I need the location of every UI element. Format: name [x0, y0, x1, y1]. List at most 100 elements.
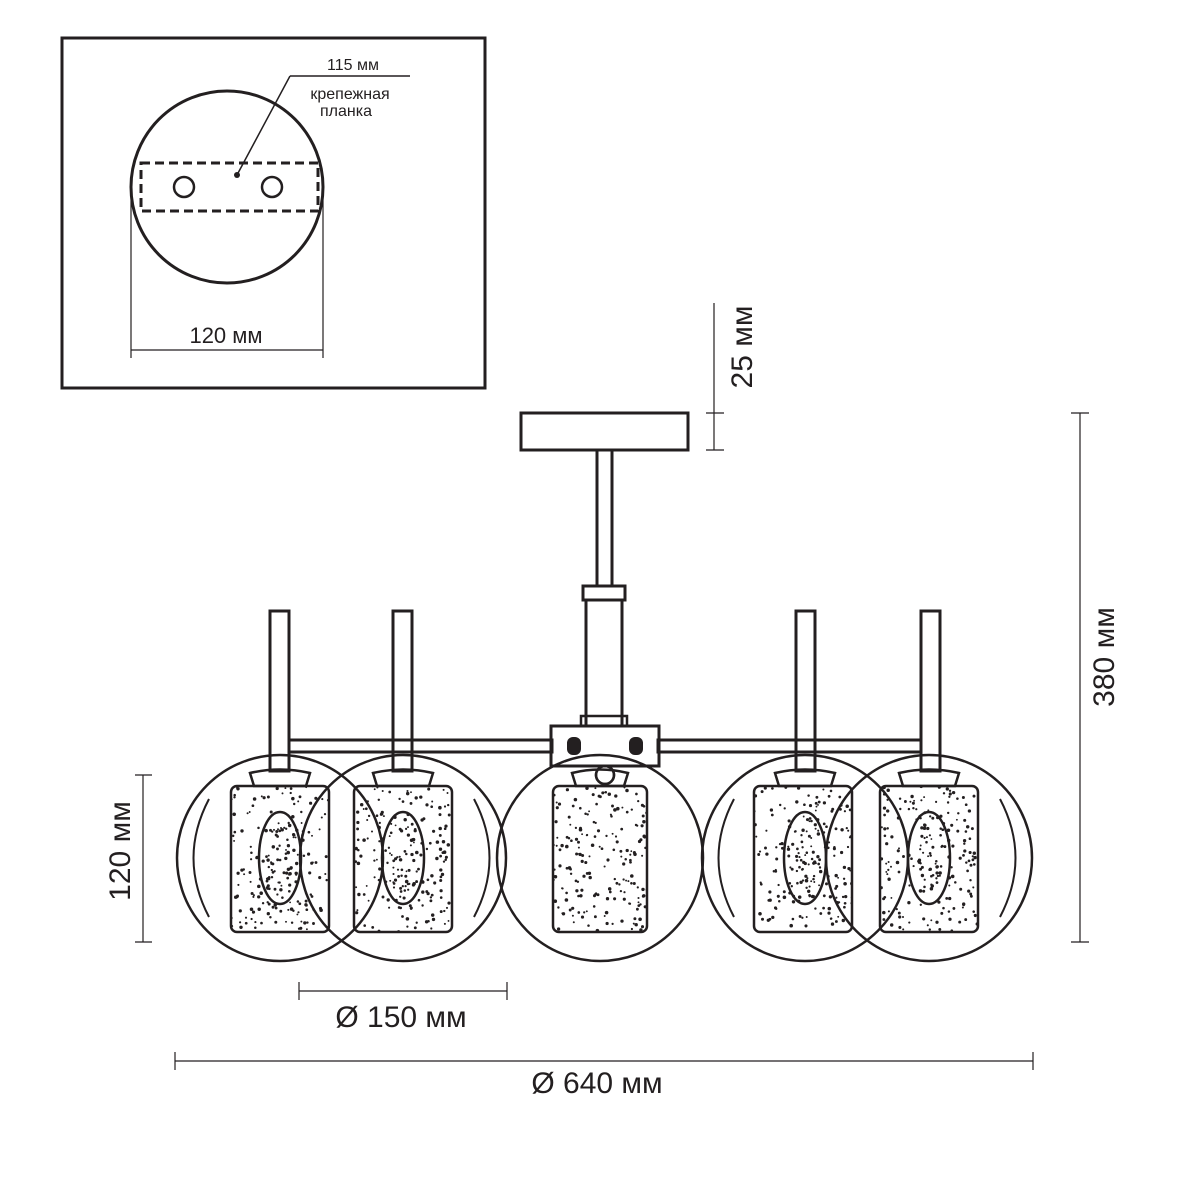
glass-speckle — [880, 886, 883, 890]
glass-speckle — [954, 881, 957, 884]
glass-speckle — [406, 833, 411, 837]
glass-speckle — [780, 841, 784, 846]
glass-speckle — [262, 796, 266, 800]
dimension-overall-diameter: Ø 640 мм — [174, 1052, 1034, 1100]
glass-speckle — [357, 892, 361, 897]
glass-speckle — [642, 894, 646, 898]
glass-speckle — [793, 830, 796, 833]
glass-speckle — [261, 859, 265, 863]
glass-speckle — [409, 907, 413, 910]
glass-speckle — [320, 816, 323, 819]
glass-speckle — [396, 868, 400, 871]
glass-speckle — [936, 874, 940, 878]
glass-speckle — [945, 787, 949, 791]
glass-speckle — [887, 910, 890, 913]
glass-speckle — [964, 918, 968, 922]
glass-speckle — [250, 858, 253, 861]
glass-speckle — [928, 851, 932, 855]
glass-speckle — [815, 805, 818, 808]
glass-speckle — [938, 871, 942, 875]
glass-speckle — [231, 924, 234, 928]
glass-speckle — [754, 797, 755, 800]
glass-speckle — [620, 919, 624, 923]
shade-5 — [824, 753, 1034, 963]
shade-3-speckles — [553, 786, 647, 932]
glass-speckle — [285, 871, 289, 875]
glass-speckle — [928, 928, 931, 931]
glass-speckle — [565, 891, 568, 895]
glass-speckle — [584, 860, 588, 865]
glass-speckle — [939, 827, 942, 830]
glass-speckle — [231, 916, 233, 920]
glass-speckle — [276, 858, 280, 862]
glass-speckle — [309, 801, 313, 805]
glass-speckle — [810, 819, 813, 823]
glass-speckle — [570, 839, 573, 843]
glass-speckle — [403, 889, 407, 892]
glass-speckle — [639, 928, 643, 932]
glass-speckle — [405, 917, 410, 921]
glass-speckle — [814, 801, 818, 805]
glass-speckle — [769, 808, 774, 812]
glass-speckle — [611, 804, 614, 808]
glass-speckle — [265, 877, 269, 881]
glass-speckle — [634, 923, 638, 927]
glass-speckle — [421, 890, 425, 894]
glass-speckle — [366, 800, 369, 803]
glass-speckle — [392, 859, 396, 863]
glass-speckle — [755, 835, 758, 838]
glass-speckle — [958, 856, 962, 860]
glass-speckle — [795, 854, 799, 858]
glass-speckle — [902, 928, 905, 931]
glass-speckle — [379, 881, 382, 884]
glass-speckle — [886, 873, 889, 876]
glass-speckle — [399, 886, 403, 890]
glass-speckle — [805, 916, 808, 918]
glass-speckle — [920, 826, 924, 830]
glass-speckle — [641, 887, 645, 892]
glass-speckle — [419, 853, 423, 857]
glass-speckle — [967, 859, 971, 863]
glass-speckle — [883, 895, 887, 899]
glass-speckle — [270, 862, 274, 865]
glass-speckle — [929, 887, 934, 891]
glass-speckle — [444, 824, 448, 828]
glass-speckle — [956, 829, 960, 833]
glass-speckle — [844, 894, 848, 899]
glass-speckle — [760, 790, 764, 794]
glass-speckle — [910, 794, 914, 799]
glass-speckle — [593, 915, 597, 919]
glass-speckle — [378, 867, 382, 871]
glass-speckle — [633, 917, 637, 921]
glass-speckle — [761, 917, 764, 921]
glass-speckle — [973, 913, 977, 918]
glass-speckle — [758, 850, 762, 853]
glass-speckle — [615, 881, 619, 885]
glass-speckle — [310, 895, 314, 898]
glass-speckle — [287, 823, 292, 828]
glass-speckle — [377, 825, 381, 830]
glass-speckle — [771, 915, 775, 920]
glass-speckle — [305, 908, 309, 912]
glass-speckle — [805, 830, 808, 833]
post-1 — [268, 609, 291, 773]
glass-speckle — [249, 907, 254, 912]
glass-speckle — [399, 890, 403, 893]
plate-label-line1: крепежная — [310, 86, 389, 103]
glass-speckle — [291, 832, 296, 837]
glass-speckle — [447, 919, 450, 922]
glass-speckle — [883, 827, 887, 831]
glass-speckle — [898, 915, 902, 919]
glass-speckle — [885, 870, 888, 873]
glass-speckle — [394, 824, 397, 827]
glass-speckle — [754, 810, 756, 813]
glass-speckle — [970, 827, 974, 831]
glass-speckle — [827, 911, 831, 915]
glass-speckle — [409, 801, 413, 805]
glass-speckle — [808, 894, 811, 897]
glass-speckle — [595, 928, 600, 932]
glass-speckle — [388, 790, 392, 794]
glass-speckle — [388, 835, 391, 838]
glass-speckle — [406, 925, 409, 928]
glass-speckle — [398, 855, 401, 858]
